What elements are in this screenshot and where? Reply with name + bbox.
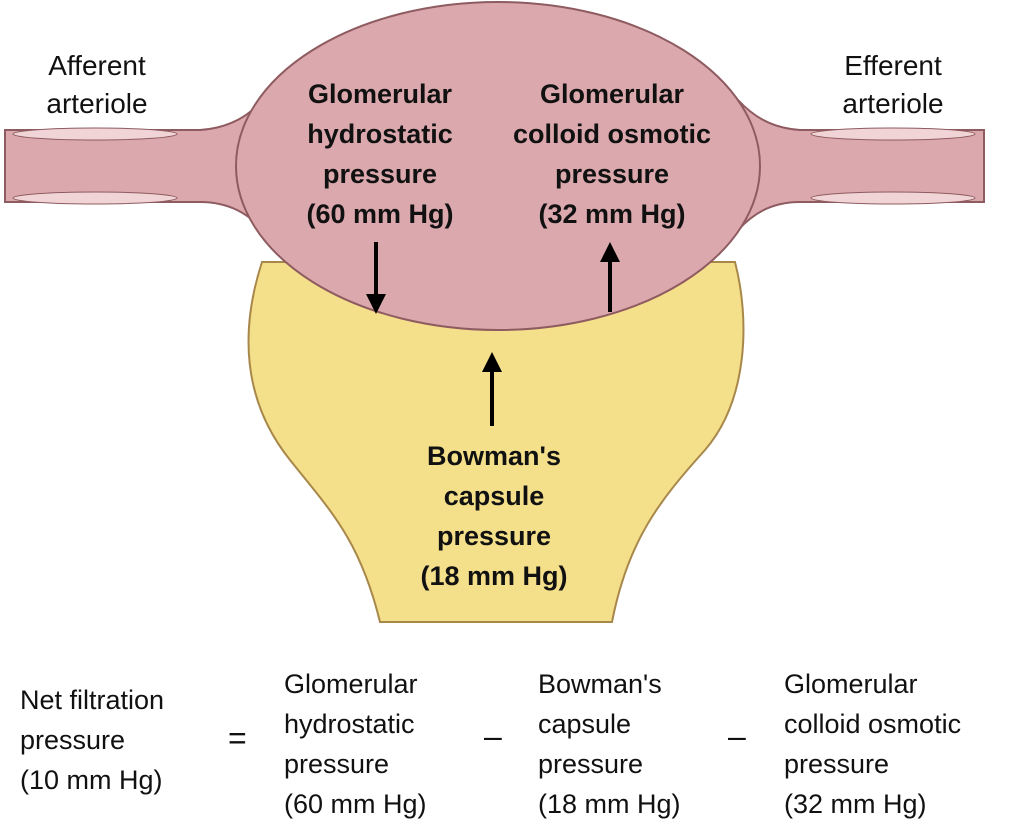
t1-line-3: pressure bbox=[284, 749, 390, 779]
t1-line-1: Glomerular bbox=[284, 669, 418, 699]
afferent-line-1: Afferent bbox=[48, 50, 146, 81]
equation-term-glomerular-colloid: Glomerular colloid osmotic pressure (32 … bbox=[784, 664, 961, 824]
efferent-line-2: arteriole bbox=[842, 88, 944, 119]
glomerulus bbox=[235, 1, 761, 331]
gh-line-1: Glomerular bbox=[307, 79, 453, 109]
t3-line-4: (32 mm Hg) bbox=[784, 789, 927, 819]
t3-line-1: Glomerular bbox=[784, 669, 918, 699]
gc-line-2: colloid osmotic bbox=[512, 119, 712, 149]
efferent-lumen-top bbox=[810, 127, 976, 141]
t1-line-4: (60 mm Hg) bbox=[284, 789, 427, 819]
gc-line-4: (32 mm Hg) bbox=[538, 199, 686, 229]
t2-line-4: (18 mm Hg) bbox=[538, 789, 681, 819]
gh-line-4: (60 mm Hg) bbox=[306, 199, 454, 229]
net-line-3: (10 mm Hg) bbox=[20, 765, 163, 795]
gc-line-3: pressure bbox=[554, 159, 670, 189]
gc-line-1: Glomerular bbox=[539, 79, 685, 109]
afferent-lumen-top bbox=[12, 127, 178, 141]
net-line-2: pressure bbox=[20, 725, 126, 755]
bw-line-4: (18 mm Hg) bbox=[420, 561, 568, 591]
equation-term-bowman: Bowman's capsule pressure (18 mm Hg) bbox=[538, 664, 681, 824]
afferent-label: Afferent arteriole bbox=[18, 47, 176, 123]
minus-sign-2: – bbox=[728, 718, 746, 754]
bowman-label: Bowman's capsule pressure (18 mm Hg) bbox=[384, 436, 604, 596]
efferent-label: Efferent arteriole bbox=[814, 47, 972, 123]
t2-line-1: Bowman's bbox=[538, 669, 662, 699]
gh-line-3: pressure bbox=[322, 159, 438, 189]
t1-line-2: hydrostatic bbox=[284, 709, 415, 739]
equation-term-glomerular-hydrostatic: Glomerular hydrostatic pressure (60 mm H… bbox=[284, 664, 427, 824]
t2-line-3: pressure bbox=[538, 749, 644, 779]
bowmans-capsule bbox=[247, 261, 745, 623]
net-line-1: Net filtration bbox=[20, 685, 165, 715]
bw-line-3: pressure bbox=[436, 521, 552, 551]
gh-line-2: hydrostatic bbox=[307, 119, 453, 149]
equation-net-term: Net filtration pressure (10 mm Hg) bbox=[20, 680, 164, 800]
t2-line-2: capsule bbox=[538, 709, 632, 739]
t3-line-2: colloid osmotic bbox=[784, 709, 962, 739]
t3-line-3: pressure bbox=[784, 749, 890, 779]
equals-sign: = bbox=[228, 720, 247, 756]
glomerular-hydrostatic-label: Glomerular hydrostatic pressure (60 mm H… bbox=[270, 74, 490, 234]
glomerular-colloid-label: Glomerular colloid osmotic pressure (32 … bbox=[484, 74, 740, 234]
afferent-line-2: arteriole bbox=[46, 88, 148, 119]
bw-line-1: Bowman's bbox=[427, 441, 561, 471]
afferent-lumen-bottom bbox=[12, 191, 178, 205]
efferent-lumen-bottom bbox=[810, 191, 976, 205]
bw-line-2: capsule bbox=[443, 481, 545, 511]
efferent-line-1: Efferent bbox=[844, 50, 942, 81]
minus-sign-1: – bbox=[484, 718, 502, 754]
